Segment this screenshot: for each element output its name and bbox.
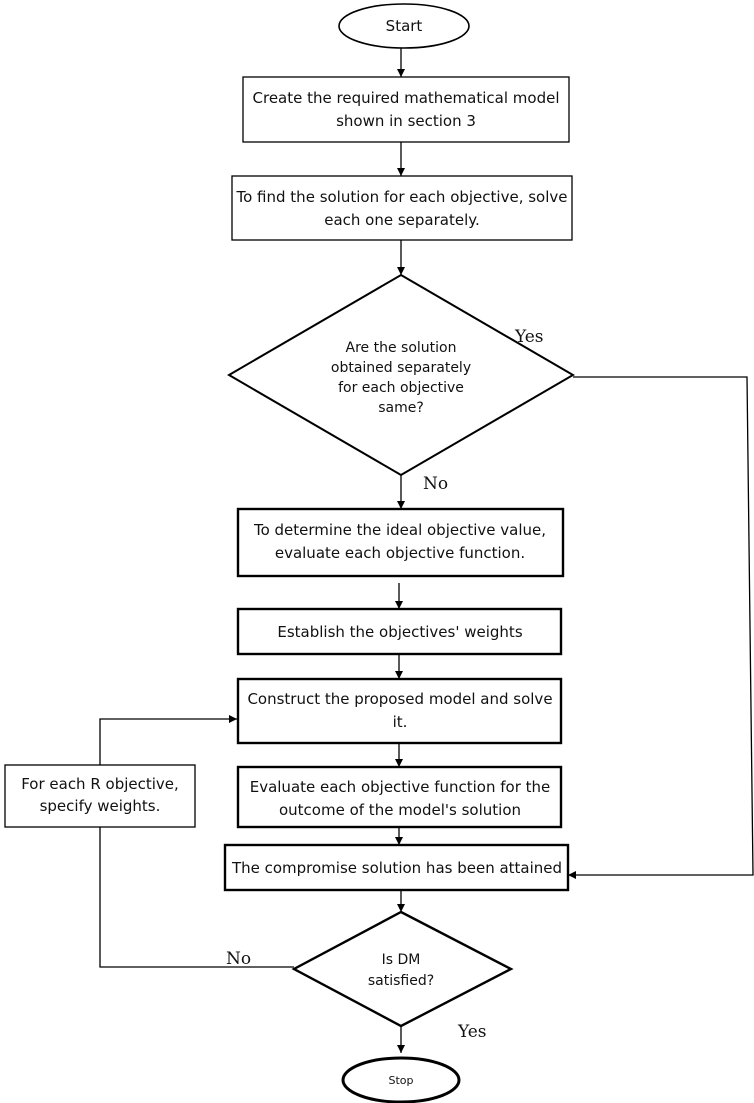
compromise-line-1: The compromise solution has been attaine… [231,859,562,877]
connectors [99,48,754,1053]
dm-decision-line-2: satisfied? [368,973,434,989]
dm-decision-line-1: Is DM [382,952,421,968]
edge-label-same-no: No [423,474,448,494]
edge-label-same-yes: Yes [514,327,544,347]
ideal-value-line-2: evaluate each objective function. [275,544,525,562]
stop-label: Stop [388,1074,413,1087]
edge-label-dm-no: No [226,949,251,969]
solve-each-line-2: each one separately. [324,211,480,229]
specify-weights-box: For each R objective, specify weights. [4,764,196,828]
start-label: Start [386,17,423,35]
construct-model-box: Construct the proposed model and solve i… [236,677,563,745]
construct-model-line-1: Construct the proposed model and solve [247,690,552,708]
evaluate-outcome-line-2: outcome of the model's solution [279,801,521,819]
same-decision-line-4: same? [378,400,424,416]
arrow-no-to-specify-weights [99,827,294,968]
specify-weights-line-2: specify weights. [40,797,161,815]
create-model-line-2: shown in section 3 [336,112,476,130]
evaluate-outcome-line-1: Evaluate each objective function for the [250,778,551,796]
same-decision-line-3: for each objective [338,380,464,396]
stop-node: Stop [341,1056,461,1103]
same-decision-line-2: obtained separately [331,360,471,376]
create-model-line-1: Create the required mathematical model [253,89,560,107]
weights-line-1: Establish the objectives' weights [277,623,522,641]
start-node: Start [338,3,470,49]
solve-each-line-1: To find the solution for each objective,… [236,188,568,206]
dm-satisfied-decision: Is DM satisfied? [291,910,514,1028]
arrow-yes-to-compromise [568,376,754,879]
evaluate-outcome-box: Evaluate each objective function for the… [236,765,563,829]
same-decision-line-1: Are the solution [346,340,457,356]
weights-box: Establish the objectives' weights [236,607,563,656]
same-solution-decision: Are the solution obtained separately for… [227,273,575,477]
create-model-box: Create the required mathematical model s… [242,76,570,143]
ideal-value-box: To determine the ideal objective value, … [236,507,565,578]
arrow-specify-weights-to-construct [99,715,237,765]
compromise-box: The compromise solution has been attaine… [223,843,570,892]
solve-each-box: To find the solution for each objective,… [231,175,573,241]
construct-model-line-2: it. [393,713,408,731]
ideal-value-line-1: To determine the ideal objective value, [253,521,546,539]
edge-label-dm-yes: Yes [457,1022,487,1042]
specify-weights-line-1: For each R objective, [21,775,179,793]
